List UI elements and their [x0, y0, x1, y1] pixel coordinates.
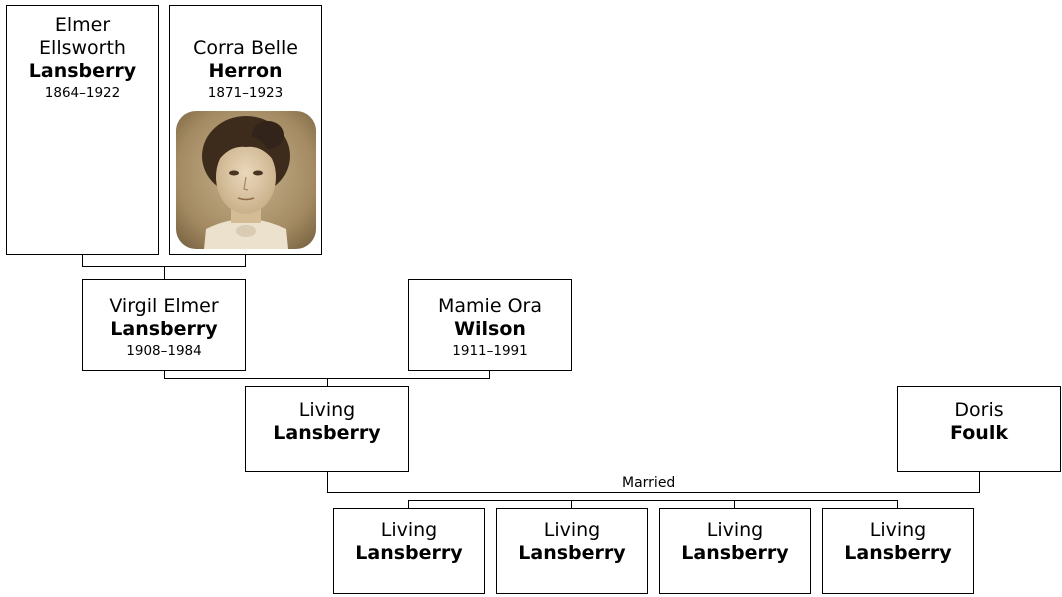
connector-line	[408, 500, 409, 509]
portrait-photo-image	[176, 111, 316, 249]
person-box-living-lansberry[interactable]: Living Lansberry	[245, 386, 409, 472]
person-box-child-2[interactable]: Living Lansberry	[496, 508, 648, 594]
given-name: Living	[298, 399, 356, 421]
connector-line	[571, 500, 572, 509]
connector-line	[164, 370, 165, 379]
life-dates: 1911–1991	[452, 343, 528, 359]
person-box-mamie-wilson[interactable]: Mamie Ora Wilson 1911–1991	[408, 279, 572, 371]
life-dates: 1871–1923	[207, 85, 284, 101]
given-name: Living	[706, 519, 764, 541]
surname: Lansberry	[518, 542, 626, 564]
given-name: Mamie Ora	[438, 295, 542, 317]
portrait-photo	[176, 111, 316, 249]
given-name: Corra Belle	[193, 37, 298, 59]
connector-line	[897, 500, 898, 509]
connector-line	[734, 500, 735, 509]
person-box-doris-foulk[interactable]: Doris Foulk	[897, 386, 1061, 472]
surname: Lansberry	[110, 318, 218, 340]
surname: Wilson	[454, 318, 526, 340]
person-box-virgil-lansberry[interactable]: Virgil Elmer Lansberry 1908–1984	[82, 279, 246, 371]
marriage-label: Married	[620, 475, 678, 491]
surname: Lansberry	[355, 542, 463, 564]
person-box-elmer-lansberry[interactable]: Elmer Ellsworth Lansberry 1864–1922	[6, 5, 159, 255]
person-box-child-4[interactable]: Living Lansberry	[822, 508, 974, 594]
given-name: Elmer Ellsworth	[39, 14, 126, 59]
life-dates: 1908–1984	[126, 343, 202, 359]
given-name: Doris	[954, 399, 1004, 421]
person-box-corra-herron[interactable]: Corra Belle Herron 1871–1923	[169, 5, 322, 255]
connector-line	[164, 266, 165, 280]
connector-line	[489, 370, 490, 379]
marriage-line	[327, 492, 980, 493]
surname: Lansberry	[844, 542, 952, 564]
connector-line	[245, 254, 246, 267]
connector-line	[979, 471, 980, 493]
surname: Herron	[208, 60, 283, 82]
surname: Lansberry	[681, 542, 789, 564]
given-name: Virgil Elmer	[109, 295, 219, 317]
surname: Lansberry	[28, 60, 137, 82]
given-name: Living	[380, 519, 438, 541]
person-box-child-3[interactable]: Living Lansberry	[659, 508, 811, 594]
given-name: Living	[543, 519, 601, 541]
surname: Lansberry	[273, 422, 381, 444]
connector-line	[327, 471, 328, 493]
connector-line	[408, 500, 898, 501]
life-dates: 1864–1922	[44, 85, 121, 101]
given-name: Living	[869, 519, 927, 541]
person-box-child-1[interactable]: Living Lansberry	[333, 508, 485, 594]
surname: Foulk	[950, 422, 1008, 444]
connector-line	[82, 254, 83, 267]
connector-line	[327, 378, 328, 387]
